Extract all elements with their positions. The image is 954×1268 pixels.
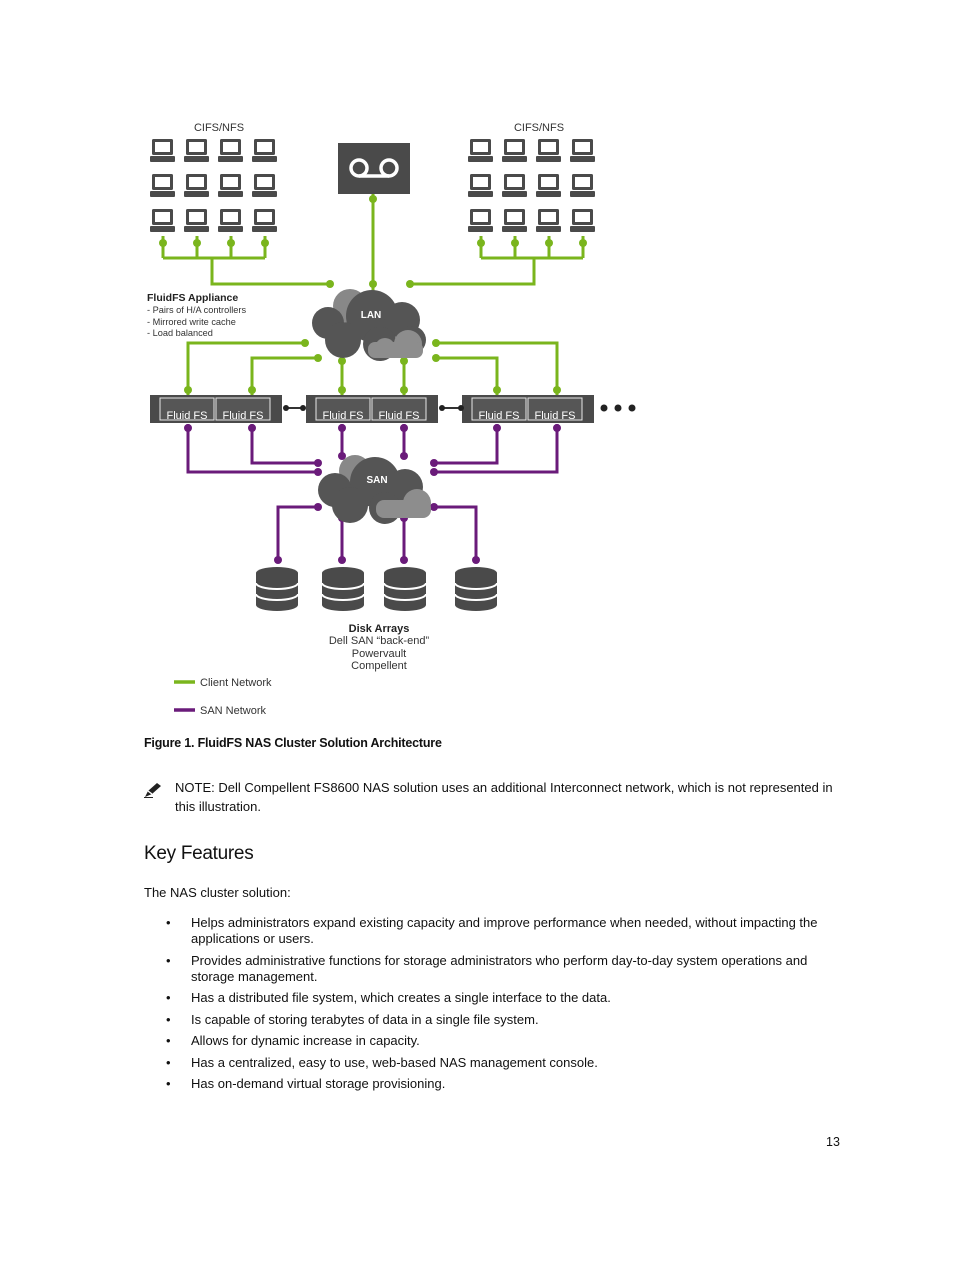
list-item: •Provides administrative functions for s… [166, 952, 808, 984]
legend-san-label: SAN Network [200, 705, 267, 717]
cifs-right-label: CIFS/NFS [514, 122, 564, 134]
client-laptop-icon [252, 174, 277, 197]
legend-client-label: Client Network [200, 677, 272, 689]
client-laptop-icon [468, 139, 493, 162]
client-laptop-icon [150, 209, 175, 232]
fluidfs-controller-label: Fluid FS [223, 410, 264, 422]
lan-label: LAN [361, 310, 382, 321]
cifs-left-label: CIFS/NFS [194, 122, 244, 134]
client-laptop-icon [252, 209, 277, 232]
client-laptop-icon [218, 174, 243, 197]
client-laptop-icon [150, 174, 175, 197]
list-item: •Allows for dynamic increase in capacity… [166, 1033, 420, 1048]
architecture-diagram: CIFS/NFS CIFS/NFS FluidFS Appliance - [147, 122, 636, 717]
disk-array-icon [255, 566, 299, 612]
list-item: •Has a distributed file system, which cr… [166, 990, 611, 1005]
client-group-left [150, 139, 277, 232]
pencil-note-icon [144, 782, 162, 803]
fluidfs-controller-label: Fluid FS [379, 410, 420, 422]
disk-arrays-title: Disk Arrays [349, 623, 410, 635]
feature-list: •Helps administrators expand existing ca… [166, 915, 846, 1098]
client-laptop-icon [502, 209, 527, 232]
figure-caption: Figure 1. FluidFS NAS Cluster Solution A… [144, 736, 442, 750]
san-cloud-icon [318, 455, 431, 524]
client-laptop-icon [184, 209, 209, 232]
fluidfs-controller-label: Fluid FS [535, 410, 576, 422]
client-laptop-icon [570, 174, 595, 197]
tape-device-icon [338, 143, 410, 194]
intro-text: The NAS cluster solution: [144, 885, 291, 900]
client-laptop-icon [218, 139, 243, 162]
client-laptop-icon [536, 139, 561, 162]
client-laptop-icon [150, 139, 175, 162]
note-text: Dell Compellent FS8600 NAS solution uses… [175, 780, 833, 814]
interconnect-links [283, 404, 636, 412]
disk-array-icon [383, 566, 427, 612]
appliance-detail-2: - Mirrored write cache [147, 317, 236, 327]
fluidfs-controller-label: Fluid FS [323, 410, 364, 422]
client-laptop-icon [502, 139, 527, 162]
client-laptop-icon [184, 139, 209, 162]
disk-array-icon [321, 566, 365, 612]
client-laptop-icon [252, 139, 277, 162]
san-label: SAN [366, 475, 387, 486]
list-item: •Is capable of storing terabytes of data… [166, 1011, 539, 1027]
fluidfs-controller [527, 397, 583, 421]
client-network-dots [159, 195, 587, 394]
disk-array-icon [454, 566, 498, 612]
list-item: •Has on-demand virtual storage provision… [166, 1076, 446, 1091]
client-laptop-icon [468, 174, 493, 197]
client-laptop-icon [570, 209, 595, 232]
appliance-title: FluidFS Appliance [147, 292, 238, 304]
disk-arrays-detail-3: Compellent [351, 660, 407, 672]
client-laptop-icon [570, 139, 595, 162]
client-laptop-icon [218, 209, 243, 232]
lan-cloud-icon [312, 289, 426, 361]
san-network-dots [184, 424, 561, 564]
client-laptop-icon [468, 209, 493, 232]
appliance-detail-3: - Load balanced [147, 328, 213, 338]
disk-arrays-detail-2: Powervault [352, 648, 406, 660]
disk-arrays-detail-1: Dell SAN “back-end” [329, 635, 430, 647]
client-laptop-icon [536, 209, 561, 232]
fluidfs-controller [215, 397, 271, 421]
list-item: •Helps administrators expand existing ca… [166, 915, 818, 946]
fluidfs-controller-label: Fluid FS [479, 410, 520, 422]
client-laptop-icon [502, 174, 527, 197]
note-block: NOTE: Dell Compellent FS8600 NAS solutio… [144, 778, 844, 816]
list-item: •Has a centralized, easy to use, web-bas… [166, 1054, 598, 1070]
fluidfs-controller [315, 397, 371, 421]
note-label: NOTE: [175, 780, 215, 795]
fluidfs-cluster: Fluid FS Fluid FS Fluid FS Fluid FS Fluid FS… [150, 395, 594, 423]
client-laptop-icon [184, 174, 209, 197]
client-laptop-icon [536, 174, 561, 197]
section-heading: Key Features [144, 843, 254, 864]
fluidfs-controller-label: Fluid FS [167, 410, 208, 422]
legend: Client Network SAN Network [174, 677, 272, 717]
fluidfs-controller [471, 397, 527, 421]
page-number: 13 [826, 1135, 840, 1149]
fluidfs-controller [371, 397, 427, 421]
fluidfs-controller [159, 397, 215, 421]
client-group-right [468, 139, 595, 232]
appliance-detail-1: - Pairs of H/A controllers [147, 305, 246, 315]
